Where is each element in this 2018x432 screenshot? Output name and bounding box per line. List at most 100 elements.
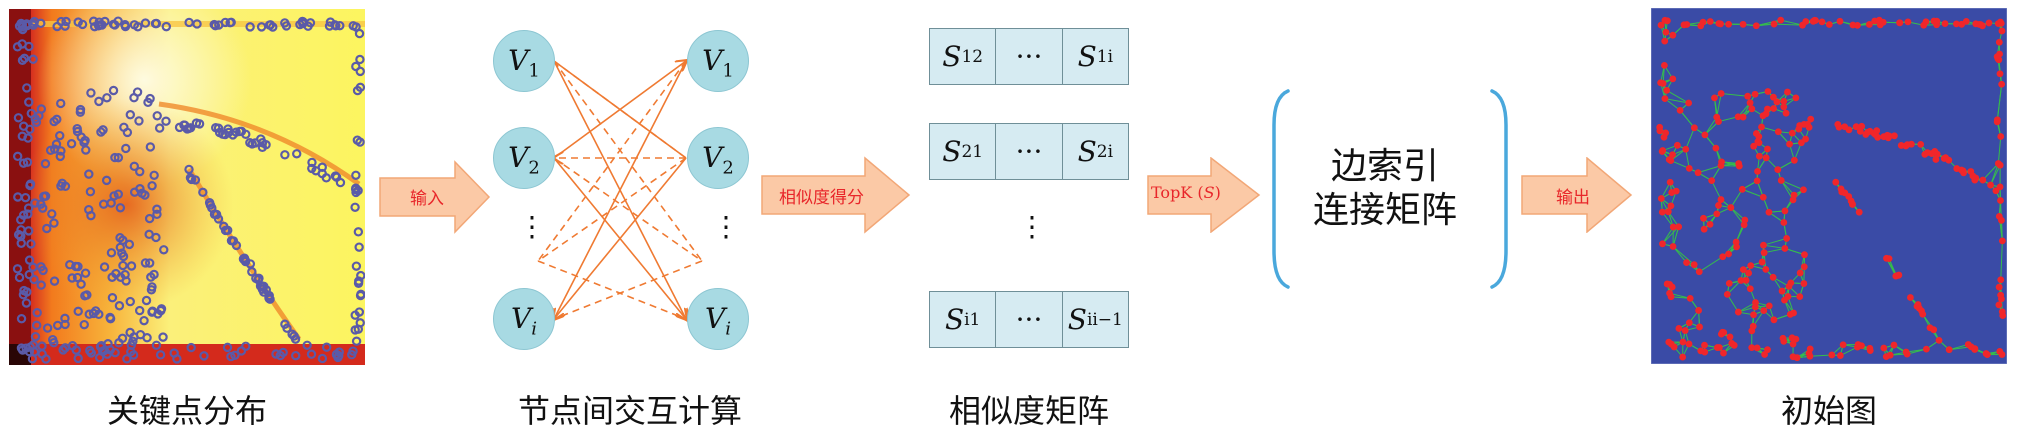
graph-node bbox=[1786, 283, 1793, 290]
graph-node bbox=[1801, 263, 1808, 270]
graph-node bbox=[1669, 32, 1676, 39]
graph-node bbox=[1764, 106, 1771, 113]
graph-node bbox=[1782, 208, 1789, 215]
dashed-edge bbox=[554, 61, 702, 261]
graph-node bbox=[1735, 113, 1742, 120]
graph-node bbox=[1854, 344, 1861, 351]
graph-node bbox=[1663, 29, 1670, 36]
graph-node bbox=[1996, 51, 2003, 58]
graph-node bbox=[1841, 189, 1848, 196]
graph-node bbox=[1791, 157, 1798, 164]
graph-node bbox=[1713, 210, 1720, 217]
graph-node bbox=[1691, 124, 1698, 131]
graph-node bbox=[1677, 107, 1684, 114]
graph-node bbox=[1752, 91, 1759, 98]
graph-node bbox=[1953, 165, 1960, 172]
graph-node bbox=[1662, 130, 1669, 137]
graph-node bbox=[1733, 239, 1740, 246]
graph-node bbox=[1771, 316, 1778, 323]
graph-node bbox=[1720, 350, 1727, 357]
graph-node bbox=[1841, 123, 1848, 130]
graph-node bbox=[1883, 255, 1890, 262]
graph-node bbox=[1996, 39, 2003, 46]
adjacency-line-2: 连接矩阵 bbox=[1290, 189, 1480, 233]
graph-node bbox=[1997, 197, 2004, 204]
graph-node bbox=[1661, 38, 1668, 45]
graph-node bbox=[1923, 346, 1930, 353]
graph-node bbox=[1740, 21, 1747, 28]
graph-node bbox=[1707, 221, 1714, 228]
graph-node bbox=[1864, 129, 1871, 136]
graph-node bbox=[1896, 19, 1903, 26]
graph-node bbox=[1998, 81, 2005, 88]
graph-node bbox=[1970, 173, 1977, 180]
graph-node bbox=[1800, 186, 1807, 193]
graph-node bbox=[1999, 237, 2006, 244]
graph-node bbox=[1789, 334, 1796, 341]
graph-node bbox=[1801, 251, 1808, 258]
graph-node bbox=[1691, 261, 1698, 268]
graph-node bbox=[1802, 18, 1809, 25]
graph-node bbox=[1945, 157, 1952, 164]
graph-node bbox=[1679, 354, 1686, 361]
arrow-similarity-score-label: 相似度得分 bbox=[779, 183, 864, 208]
graph-node bbox=[1794, 354, 1801, 361]
graph-node bbox=[1785, 293, 1792, 300]
graph-node bbox=[1780, 219, 1787, 226]
graph-node bbox=[1760, 307, 1767, 314]
graph-node bbox=[1713, 114, 1720, 121]
left-node-v1: V1 bbox=[493, 30, 555, 92]
graph-node bbox=[1666, 290, 1673, 297]
graph-node bbox=[1659, 240, 1666, 247]
graph-node bbox=[1674, 142, 1681, 149]
graph-node bbox=[1725, 21, 1732, 28]
graph-node bbox=[1740, 266, 1747, 273]
graph-node bbox=[1936, 337, 1943, 344]
keypoint-heatmap bbox=[9, 9, 365, 365]
graph-node bbox=[1795, 126, 1802, 133]
graph-node bbox=[1701, 342, 1708, 349]
graph-node bbox=[1754, 178, 1761, 185]
graph-node bbox=[1942, 20, 1949, 27]
graph-node bbox=[1750, 311, 1757, 318]
graph-node bbox=[1718, 196, 1725, 203]
graph-node bbox=[1775, 128, 1782, 135]
graph-node bbox=[1784, 89, 1791, 96]
graph-node bbox=[1696, 324, 1703, 331]
graph-node bbox=[1711, 94, 1718, 101]
graph-node bbox=[1801, 121, 1808, 128]
graph-node bbox=[1904, 141, 1911, 148]
graph-node bbox=[1994, 116, 2001, 123]
graph-node bbox=[1664, 17, 1671, 24]
graph-node bbox=[1783, 235, 1790, 242]
graph-node bbox=[1675, 223, 1682, 230]
arrow-topk-label: TopK (S) bbox=[1151, 183, 1221, 202]
graph-node bbox=[1790, 341, 1797, 348]
graph-node bbox=[1682, 146, 1689, 153]
graph-node bbox=[1760, 112, 1767, 119]
graph-node bbox=[1766, 302, 1773, 309]
graph-node bbox=[1697, 347, 1704, 354]
right-node-v2: V2 bbox=[687, 127, 749, 189]
graph-node bbox=[1793, 94, 1800, 101]
graph-node bbox=[1667, 157, 1674, 164]
graph-node bbox=[1726, 280, 1733, 287]
graph-node bbox=[1659, 209, 1666, 216]
graph-node bbox=[1920, 22, 1927, 29]
graph-node bbox=[1880, 345, 1887, 352]
graph-node bbox=[1661, 62, 1668, 69]
caption-keypoints: 关键点分布 bbox=[9, 386, 365, 432]
graph-node bbox=[1669, 151, 1676, 158]
graph-node bbox=[1676, 325, 1683, 332]
graph-node bbox=[1695, 307, 1702, 314]
graph-node bbox=[1780, 103, 1787, 110]
graph-node bbox=[1819, 18, 1826, 25]
graph-node bbox=[1686, 165, 1693, 172]
graph-node bbox=[1659, 147, 1666, 154]
graph-node bbox=[1753, 130, 1760, 137]
matrix-cell: ··· bbox=[996, 292, 1062, 347]
graph-node bbox=[1770, 274, 1777, 281]
